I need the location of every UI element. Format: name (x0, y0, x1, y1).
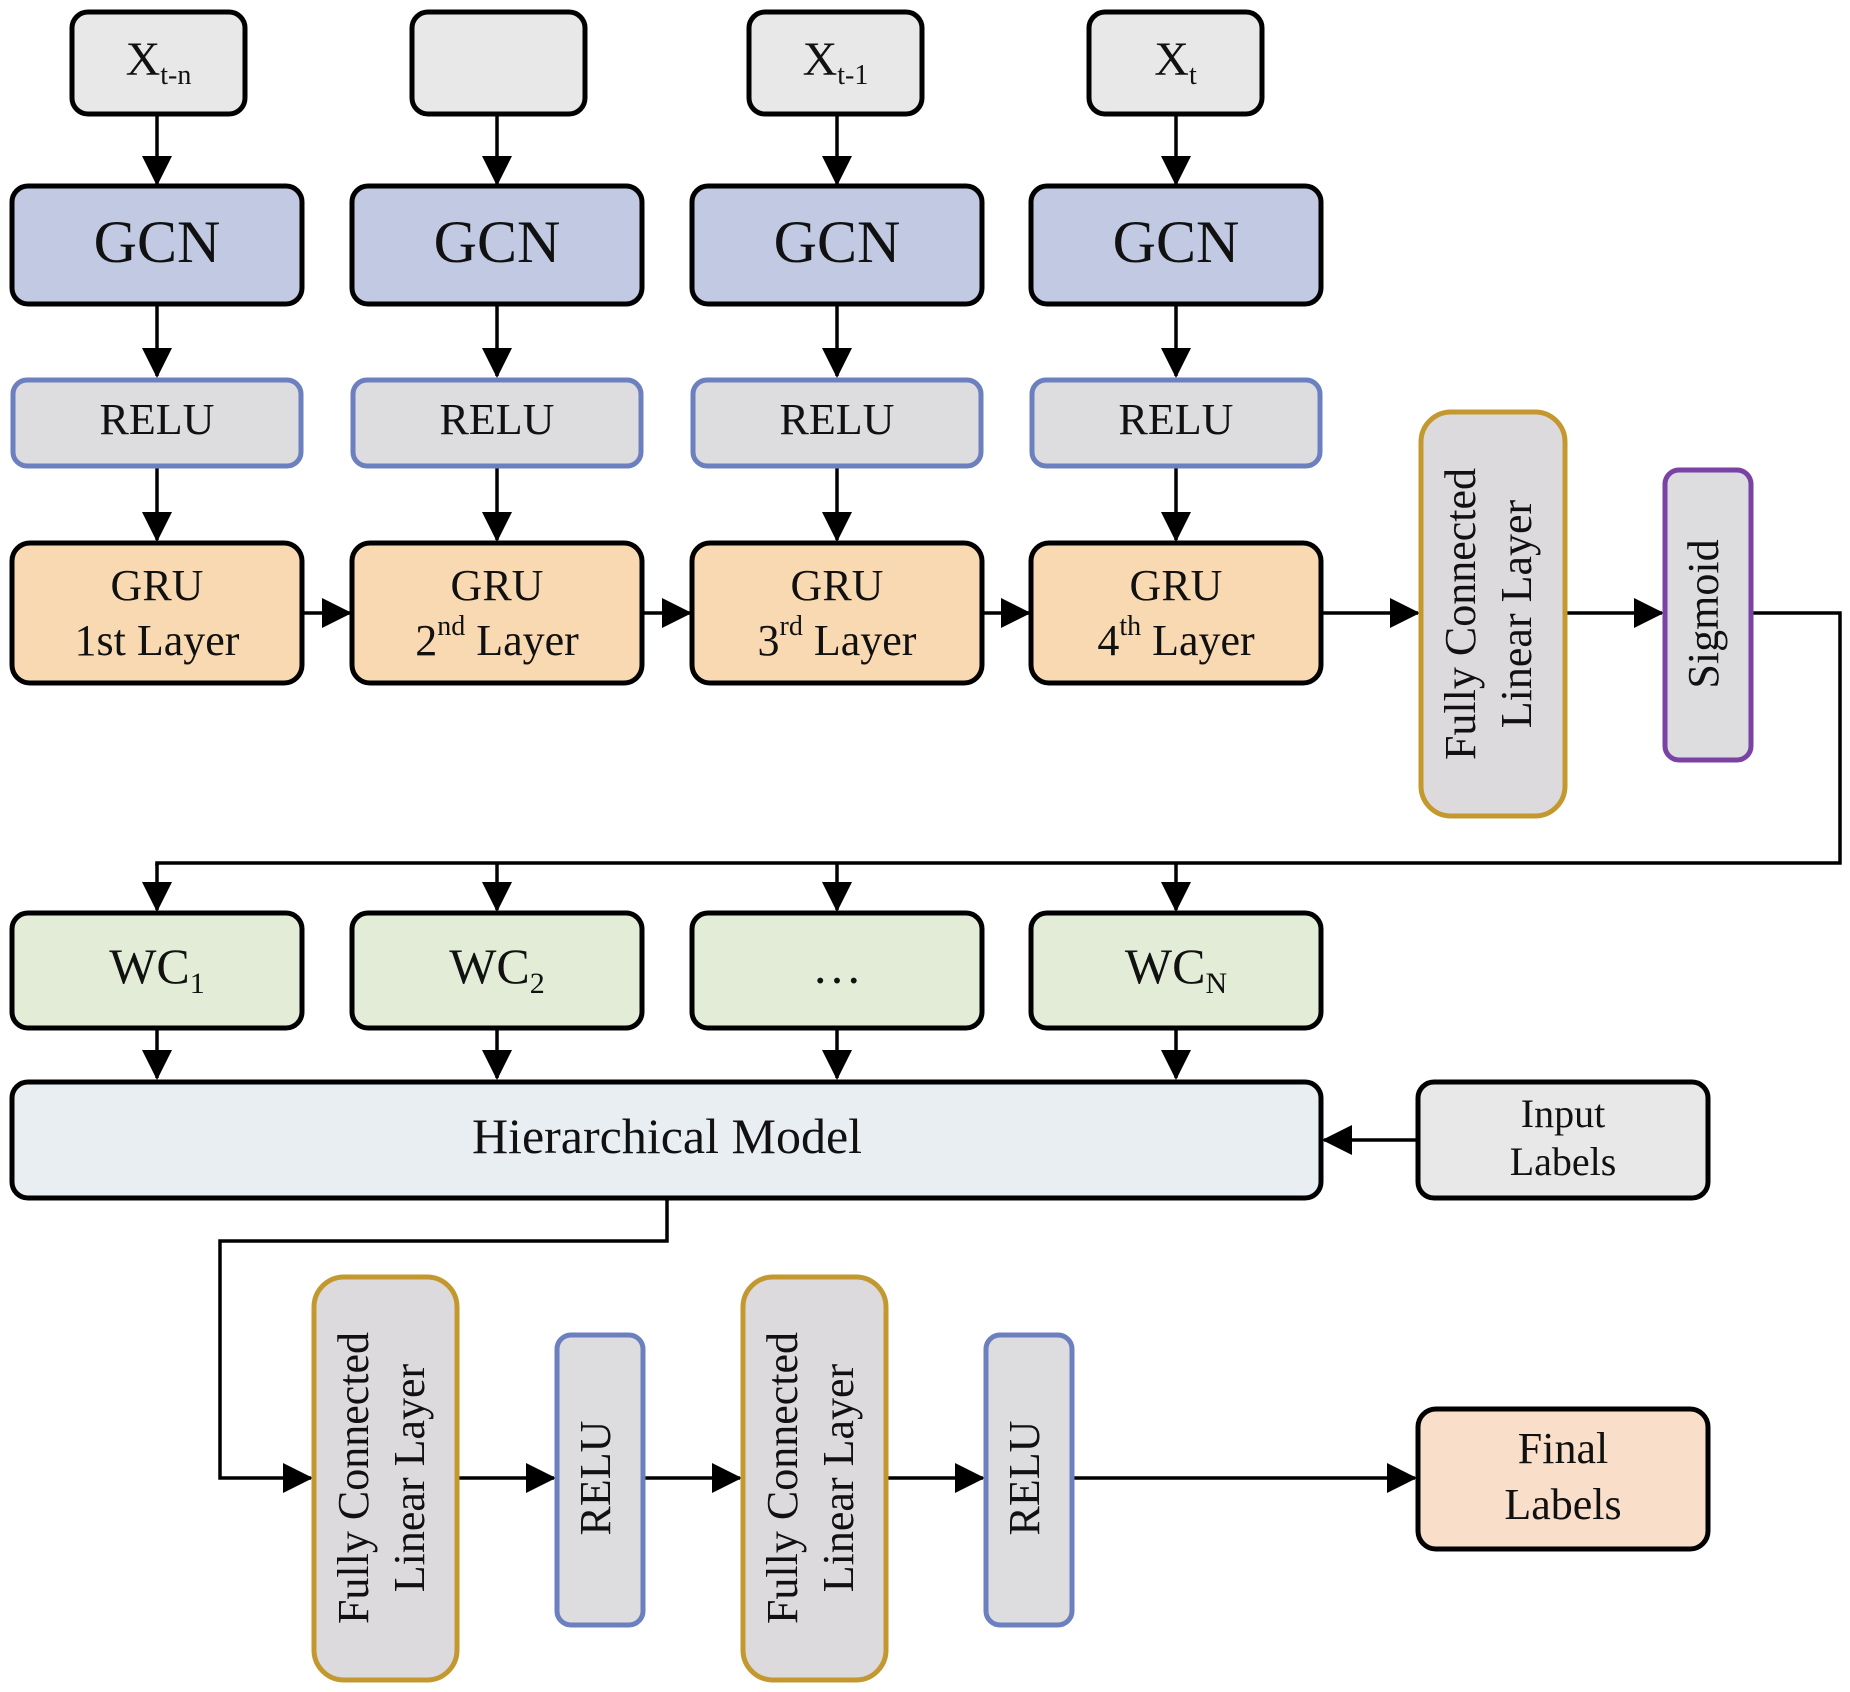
relu-label-1: RELU (100, 395, 215, 444)
gru-title-1: GRU (111, 561, 204, 610)
relu-box-3 (690, 377, 984, 469)
fc-bottom-1-line2: Linear Layer (385, 1363, 434, 1592)
fc-top-box (1418, 409, 1568, 819)
fc-bottom-box-1 (311, 1274, 460, 1683)
gru-box-4 (1028, 540, 1324, 686)
gcn-label-1: GCN (94, 209, 221, 275)
input-box-2 (409, 9, 588, 117)
input-labels-box (1415, 1079, 1711, 1201)
gcn-box-2 (349, 183, 645, 307)
relu-bottom-label-group-1: RELU (571, 1421, 620, 1536)
gcn-label-4: GCN (1113, 209, 1240, 275)
input-box-4 (1086, 9, 1265, 117)
gru-layer-2: 2nd Layer (415, 611, 579, 665)
fc-bottom-1-line1: Fully Connected (329, 1332, 378, 1624)
wc-label-2: WC2 (449, 938, 545, 999)
relu-box-4 (1029, 377, 1323, 469)
relu-bottom-box-1 (554, 1332, 646, 1628)
gru-layer-4: 4th Layer (1097, 611, 1255, 665)
fc-bottom-2-line2: Linear Layer (814, 1363, 863, 1592)
hierarchical-model-label: Hierarchical Model (472, 1108, 862, 1164)
input-box-1 (69, 9, 248, 117)
relu-bottom-box-2 (983, 1332, 1075, 1628)
gru-box-1 (9, 540, 305, 686)
gru-title-4: GRU (1130, 561, 1223, 610)
gru-layer-1: 1st Layer (75, 616, 240, 665)
relu-box-1 (10, 377, 304, 469)
input-box-3 (746, 9, 925, 117)
relu-bottom-label-1: RELU (571, 1421, 620, 1536)
input-label-3: Xt-1 (803, 33, 869, 91)
gru-title-2: GRU (451, 561, 544, 610)
gcn-label-3: GCN (774, 209, 901, 275)
wc-box-4 (1028, 910, 1324, 1031)
fc-bottom-box-2 (740, 1274, 889, 1683)
gru-title-3: GRU (791, 561, 884, 610)
wc-label-1: WC1 (109, 938, 205, 999)
final-labels-line1: Final (1518, 1424, 1608, 1473)
wc-label-4: WCN (1125, 938, 1227, 999)
input-label-1: Xt-n (126, 33, 192, 91)
input-labels-line2: Labels (1510, 1139, 1617, 1184)
connection-edges (142, 114, 1842, 1493)
fc-bottom-2-line1: Fully Connected (758, 1332, 807, 1624)
relu-label-3: RELU (780, 395, 895, 444)
sigmoid-box (1662, 467, 1754, 763)
gru-box-3 (689, 540, 985, 686)
edge-hier-fc1 (218, 1198, 669, 1493)
hierarchical-model-box (9, 1079, 1324, 1201)
input-label-4: Xt (1154, 33, 1197, 91)
input-labels-line1: Input (1521, 1091, 1605, 1136)
wc-box-1 (9, 910, 305, 1031)
relu-box-2 (350, 377, 644, 469)
gcn-label-2: GCN (434, 209, 561, 275)
final-labels-line2: Labels (1504, 1480, 1621, 1529)
gcn-box-3 (689, 183, 985, 307)
gcn-box-4 (1028, 183, 1324, 307)
relu-bottom-label-group-2: RELU (1000, 1421, 1049, 1536)
fc-top-line2: Linear Layer (1492, 499, 1541, 728)
relu-label-2: RELU (440, 395, 555, 444)
wc-label-3: … (812, 938, 862, 994)
final-labels-box (1415, 1406, 1711, 1552)
wc-box-2 (349, 910, 645, 1031)
sigmoid-label-group: Sigmoid (1679, 539, 1728, 688)
sigmoid-label: Sigmoid (1679, 539, 1728, 688)
relu-label-4: RELU (1119, 395, 1234, 444)
gru-layer-3: 3rd Layer (758, 611, 917, 665)
gru-box-2 (349, 540, 645, 686)
wc-box-3 (689, 910, 985, 1031)
relu-bottom-label-2: RELU (1000, 1421, 1049, 1536)
gcn-box-1 (9, 183, 305, 307)
fc-top-line1: Fully Connected (1436, 468, 1485, 760)
